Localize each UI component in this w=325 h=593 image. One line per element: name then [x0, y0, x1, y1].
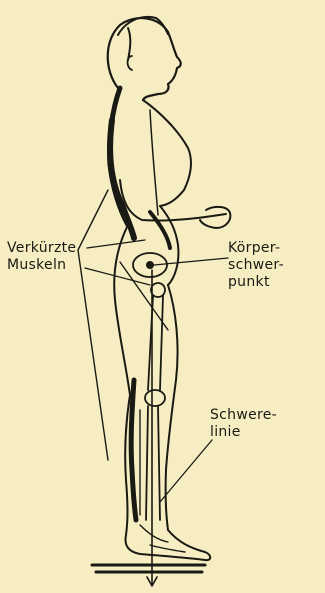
center-of-gravity-dot — [146, 261, 154, 269]
knee-joint — [145, 390, 165, 406]
label-shortened-muscles: Verkürzte Muskeln — [7, 240, 76, 274]
hip-joint — [151, 283, 165, 297]
shortened-muscle-hamstring — [131, 380, 136, 520]
shortened-muscle-back — [110, 120, 134, 238]
tibia — [146, 406, 160, 520]
leader-shortened-muscles-2 — [85, 268, 150, 285]
ear — [128, 56, 133, 70]
outer-line-left — [78, 190, 108, 460]
buttock-outline — [114, 225, 130, 395]
foot-outline — [126, 530, 211, 560]
label-center-of-gravity: Körper- schwer- punkt — [228, 240, 284, 291]
leader-shortened-muscles-1 — [87, 240, 145, 248]
shoulder-line — [150, 110, 158, 215]
femur — [148, 296, 163, 390]
ground-line — [92, 565, 205, 572]
label-gravity-line: Schwere- linie — [210, 407, 277, 441]
hair — [118, 17, 168, 60]
